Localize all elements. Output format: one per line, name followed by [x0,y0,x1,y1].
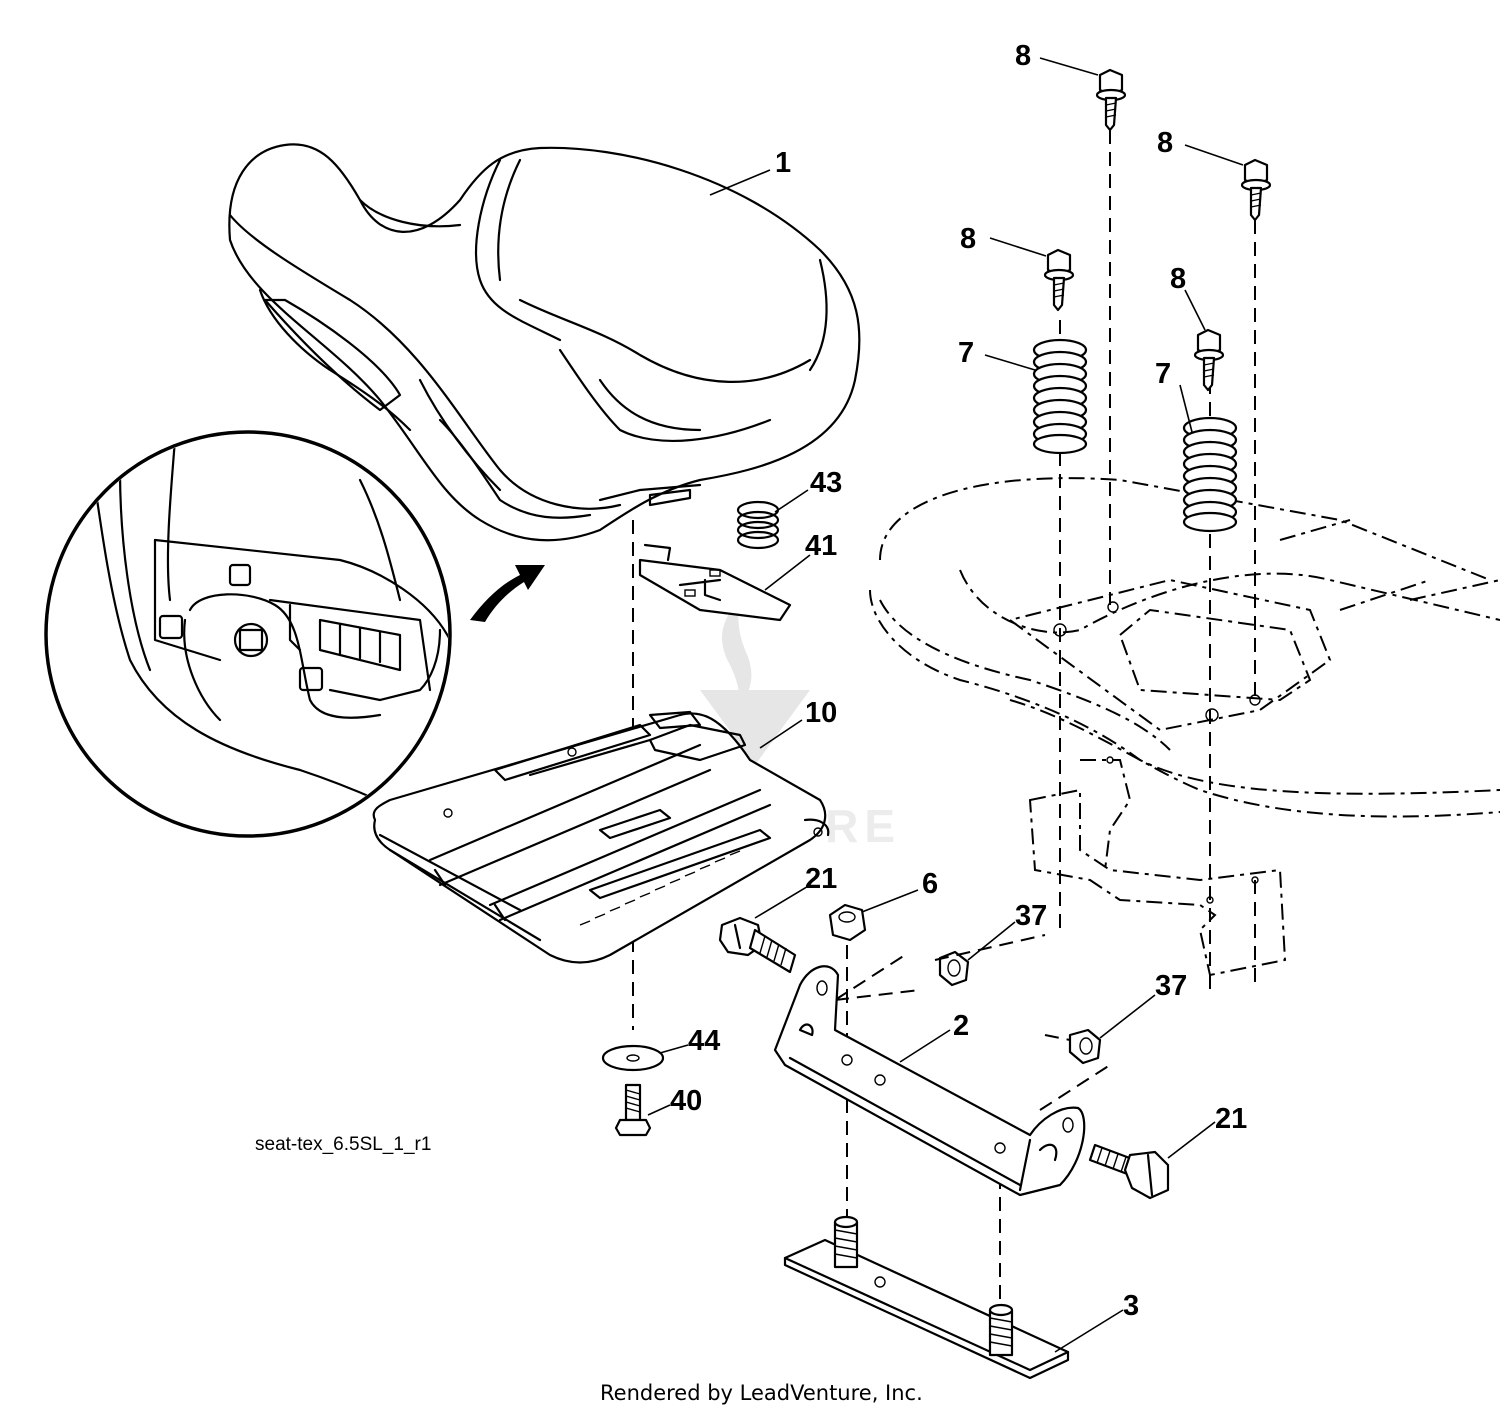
tractor-frame-outline [869,477,1500,977]
spring-part-7-right [1182,416,1238,533]
detail-view-circle [44,430,545,838]
bolt-part-8-d [1193,328,1225,392]
seat-pan-slots [579,850,741,926]
callout-10: 10 [805,697,837,729]
seat-part-1 [228,143,861,542]
nut-part-37-upper [938,950,970,987]
callout-21-right: 21 [1215,1103,1247,1135]
alignment-lines [834,934,1111,1111]
file-id: seat-tex_6.5SL_1_r1 [255,1134,431,1155]
stud-left [833,1215,859,1269]
callout-8-b: 8 [1157,127,1173,159]
callout-1: 1 [775,147,791,179]
callout-8-d: 8 [1170,263,1186,295]
nut-part-6 [828,903,867,942]
latch-part-40 [638,543,792,622]
callout-21-left: 21 [805,863,837,895]
seat-pan-part-10 [372,710,830,964]
bolt-part-21-right [1088,1143,1170,1200]
callout-3: 3 [1123,1290,1139,1322]
plate-part-3 [783,1215,1070,1380]
bracket-part-2 [773,965,1086,1197]
bolt-part-8-b [1240,158,1272,222]
assembly-lines-right [1059,130,1256,990]
callout-6: 6 [922,868,938,900]
callout-7-right: 7 [1155,358,1171,390]
callout-41: 43 [810,467,842,499]
callout-37-lower: 37 [1155,970,1187,1002]
stud-right [988,1303,1014,1357]
callout-43: 40 [670,1085,702,1117]
callout-44: 44 [688,1025,720,1057]
bolt-part-21-left [718,916,797,974]
bolt-part-43 [614,1083,652,1137]
callout-7-left: 7 [958,337,974,369]
nut-part-37-lower [1068,1028,1102,1065]
callout-40: 41 [805,530,837,562]
callout-8-c: 8 [960,223,976,255]
callout-37-upper: 37 [1015,900,1047,932]
callout-2: 2 [953,1010,969,1042]
spring-part-41 [736,500,780,550]
callout-8-a: 8 [1015,40,1031,72]
bolt-part-8-a [1095,68,1127,132]
footer-credit: Rendered by LeadVenture, Inc. [600,1381,923,1405]
bolt-part-8-c [1043,248,1075,312]
spring-part-7-left [1032,338,1088,455]
washer-part-44 [601,1044,665,1072]
